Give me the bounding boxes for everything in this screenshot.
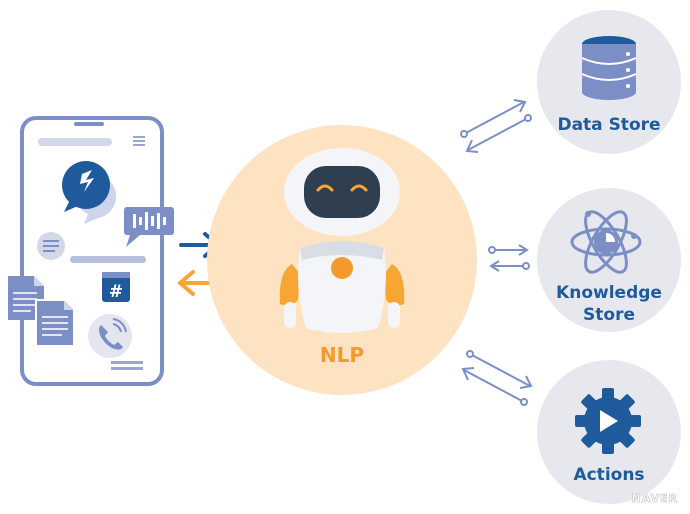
knowledge-store-label-line1: Knowledge <box>556 283 662 303</box>
phone-text-bar <box>70 256 146 263</box>
connector-data-store <box>460 99 532 153</box>
phone-call-icon <box>88 314 132 358</box>
chat-bubbles-icon <box>62 161 117 224</box>
database-icon <box>581 36 637 100</box>
knowledge-store-label-line2: Store <box>583 305 635 325</box>
phone-speaker <box>74 122 104 126</box>
connector-knowledge-store <box>488 244 530 272</box>
svg-text:#: # <box>109 282 123 302</box>
gear-play-icon <box>575 388 641 454</box>
atom-icon <box>570 210 642 274</box>
voice-bubble-icon <box>124 207 174 247</box>
hashtag-icon: # <box>102 272 130 302</box>
actions-label: Actions <box>573 465 644 485</box>
phone-illustration: # <box>8 116 174 386</box>
nlp-label: NLP <box>320 343 364 367</box>
text-icon <box>37 232 65 260</box>
watermark-text: NAVER <box>632 492 678 505</box>
data-store-label: Data Store <box>557 115 660 135</box>
phone-text-bar <box>38 138 112 146</box>
connector-actions <box>461 350 533 406</box>
robot-icon <box>279 148 405 333</box>
document-icon <box>35 299 75 347</box>
menu-icon <box>133 136 145 146</box>
phone-text-bar <box>111 367 143 370</box>
phone-text-bar <box>111 361 143 364</box>
